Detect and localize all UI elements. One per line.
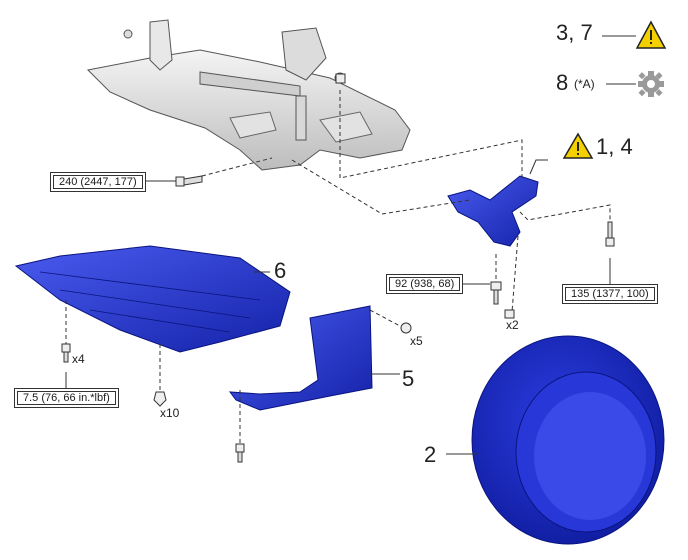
torque-7-5: 7.5 (76, 66 in.*lbf): [14, 388, 119, 408]
lower-control-arm: [447, 175, 539, 247]
callout-5: 5: [402, 366, 415, 391]
bolt-240: [175, 175, 203, 187]
nut-x2: [504, 309, 515, 319]
torque-240: 240 (2447, 177): [50, 172, 146, 192]
caution-triangle-icon: [562, 132, 594, 159]
gear-icon: [638, 71, 664, 97]
bolt-subframe: [335, 73, 346, 84]
caution-triangle-icon: [635, 20, 667, 49]
legend-row1-label: 3, 7: [556, 20, 593, 45]
torque-135: 135 (1377, 100): [562, 284, 658, 304]
qty-x10: x10: [160, 406, 180, 420]
callout-6: 6: [274, 258, 287, 283]
torque-92: 92 (938, 68): [386, 274, 464, 294]
bolt-135: [605, 221, 615, 247]
bolt-liner: [235, 443, 245, 463]
callout-1-4: 1, 4: [596, 134, 633, 159]
legend-row2-label: 8: [556, 70, 569, 95]
dashed-lines: [65, 90, 611, 444]
leader-lines: [65, 35, 636, 455]
engine-under-cover: [14, 245, 291, 353]
qty-x5: x5: [410, 334, 423, 348]
clip-x5: [400, 322, 412, 334]
tire: [471, 335, 665, 545]
clip-x10: [153, 391, 167, 407]
qty-x4: x4: [72, 352, 85, 366]
front-subframe: [86, 19, 411, 171]
legend-row2-note: (*A): [574, 77, 595, 91]
under-cover-ribs: [39, 271, 261, 333]
callout-2: 2: [424, 442, 437, 467]
bolt-92: [490, 281, 502, 305]
bolt-x4: [61, 343, 71, 363]
qty-x2: x2: [506, 318, 519, 332]
